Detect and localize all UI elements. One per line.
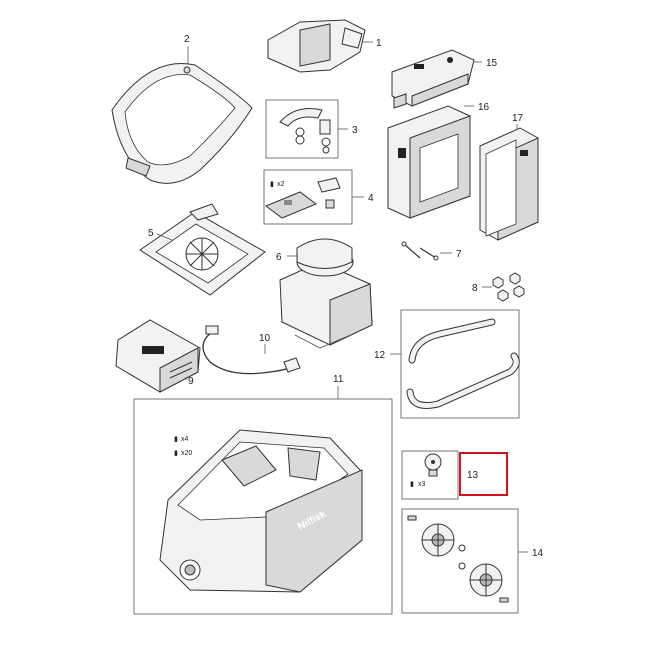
svg-text:▮: ▮ [270,181,274,188]
callout-7: 7 [456,249,462,260]
part-13-caster-kit[interactable]: ▮ [410,453,442,488]
body-screw-legend: ▮ ▮ [174,436,178,457]
part-6-motor-unit[interactable] [279,238,373,349]
callout-13: 13 [467,470,479,481]
part-12-seals[interactable] [406,318,520,409]
part-3-latch-kit[interactable] [279,108,331,154]
callout-11: 11 [333,374,344,385]
part-16-battery-compartment[interactable] [387,105,471,219]
body-screw-qty-a: x4 [181,436,189,443]
callout-16: 16 [478,102,490,113]
svg-text:▮: ▮ [410,481,414,488]
part-2-lid[interactable] [111,63,253,184]
callout-3: 3 [352,125,358,136]
callout-12: 12 [374,350,386,361]
part-4-pcb-kit[interactable]: ▮ [264,177,341,219]
body-screw-qty-b: x20 [181,450,192,457]
callout-6: 6 [276,252,282,263]
part-10-power-cable[interactable] [202,325,301,375]
callout-4: 4 [368,193,374,204]
part-11-main-body[interactable] [159,429,363,593]
part-13-highlight [459,452,508,496]
callout-8: 8 [472,283,478,294]
part-7-cable-ties[interactable] [401,241,439,261]
part-5-filter-basket[interactable] [139,203,266,296]
callout-1: 1 [376,38,382,49]
svg-text:▮: ▮ [174,450,178,457]
callout-15: 15 [486,58,498,69]
part-15-control-panel[interactable] [391,49,475,109]
svg-text:▮: ▮ [174,436,178,443]
part-9-charger[interactable] [115,319,201,393]
kit4-screw-qty: x2 [277,181,285,188]
part-1-handle-cover[interactable] [267,19,366,73]
callout-9: 9 [188,376,194,387]
callout-17: 17 [512,113,524,124]
part-8-nuts[interactable] [492,272,525,302]
callout-14: 14 [532,548,544,559]
part-14-wheels[interactable] [407,515,509,603]
part-14-frame [401,508,519,614]
part-11-frame [133,398,393,615]
part-13-frame [401,450,459,500]
callout-10: 10 [259,333,271,344]
callout-2: 2 [184,34,190,45]
callout-5: 5 [148,228,154,239]
kit13-screw-qty: x3 [418,481,426,488]
part-17-battery[interactable] [479,127,539,241]
part-4-frame [263,169,353,225]
